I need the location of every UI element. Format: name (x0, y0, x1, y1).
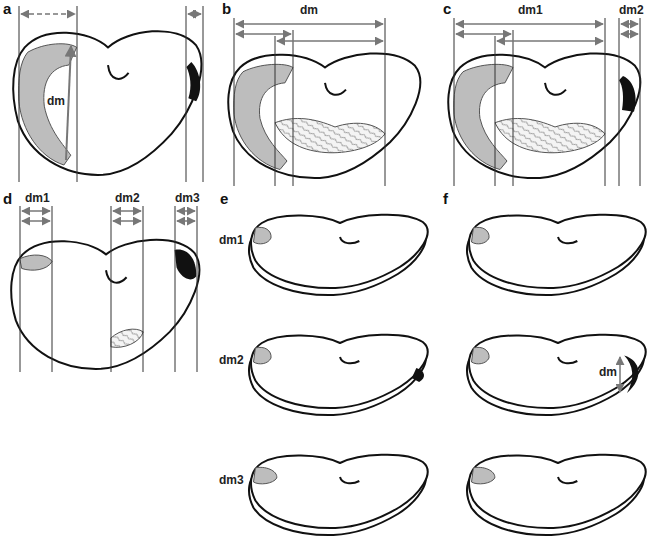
dm-arrow (619, 357, 621, 392)
panel-a (13, 6, 203, 182)
dimension-label: dm (47, 95, 65, 109)
panel-letter: b (222, 0, 231, 17)
black-lesion (186, 62, 200, 101)
dimension-label: dm1 (518, 4, 543, 18)
panel-letter: a (3, 0, 11, 17)
panel-d (11, 206, 199, 372)
organ-slice (467, 455, 646, 535)
slice-panels (249, 215, 646, 535)
black-lesion (619, 76, 636, 112)
dimension-label: dm (599, 366, 617, 380)
dimension-label: dm2 (219, 354, 244, 368)
panel-letter: c (443, 0, 451, 17)
dimension-label: dm3 (219, 474, 244, 488)
panel-letter: e (220, 190, 228, 207)
panel-letter: f (443, 190, 448, 207)
dimension-label: dm2 (115, 192, 140, 206)
organ-slice (467, 215, 646, 295)
dimension-label: dm2 (619, 4, 644, 18)
dimension-label: dm (300, 4, 318, 18)
panel-letter: d (3, 190, 12, 207)
organ-slice (249, 455, 428, 535)
organ-slice (249, 335, 428, 415)
dimension-label: dm1 (219, 234, 244, 248)
dimension-label: dm1 (25, 192, 50, 206)
panel-b (228, 18, 420, 186)
organ-slice (249, 215, 428, 295)
dimension-label: dm3 (175, 192, 200, 206)
panel-c (448, 18, 640, 186)
organ-slice (467, 335, 646, 415)
